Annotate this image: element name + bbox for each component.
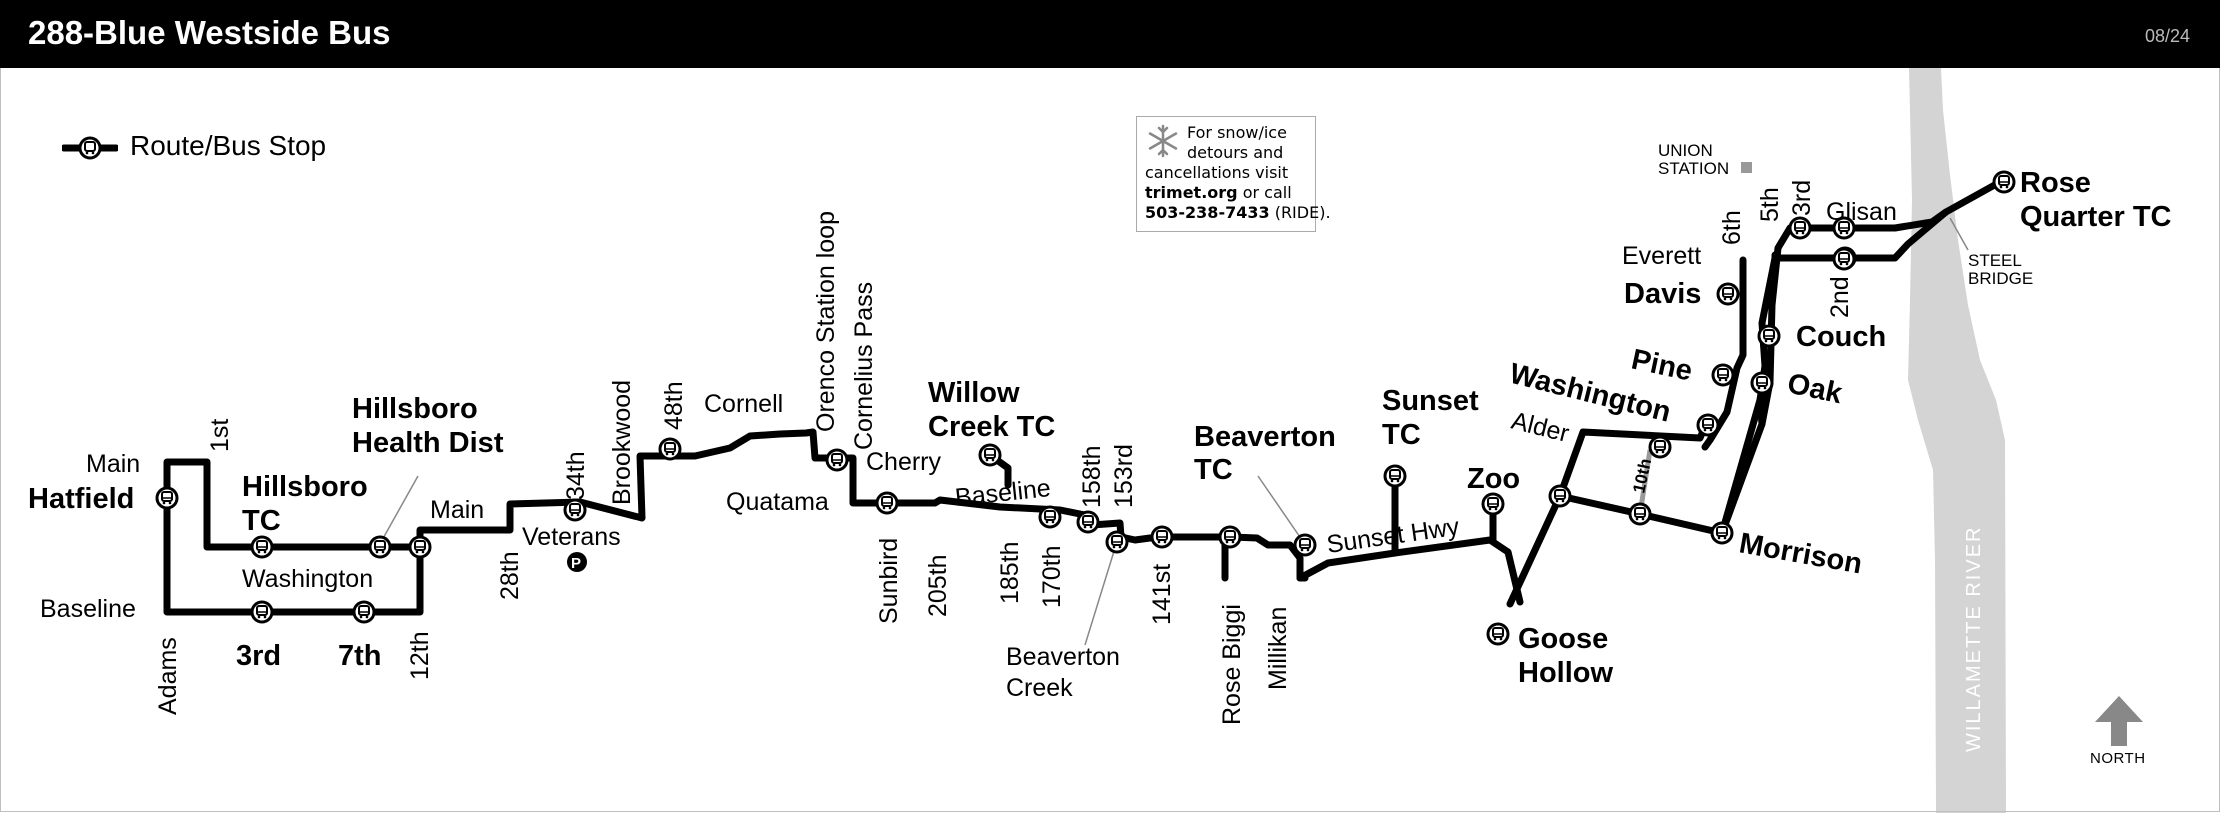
notice-line-3: cancellations visit bbox=[1145, 163, 1289, 182]
label-beaverton-creek-1: Beaverton bbox=[1006, 643, 1120, 671]
label-beaverton-tc-1: Beaverton bbox=[1194, 421, 1336, 453]
label-veterans: Veterans bbox=[522, 523, 621, 551]
notice-phone[interactable]: 503-238-7433 bbox=[1145, 203, 1270, 222]
label-brookwood: Brookwood bbox=[608, 380, 636, 505]
label-170th: 170th bbox=[1038, 545, 1066, 608]
header-bar: 288-Blue Westside Bus 08/24 bbox=[0, 0, 2220, 68]
label-union-1: UNION bbox=[1658, 141, 1713, 160]
label-34th: 34th bbox=[562, 451, 590, 500]
label-alder: Alder bbox=[1509, 407, 1572, 448]
map-labels: Main 1st Hatfield Hillsboro TC Hillsboro… bbox=[28, 141, 2172, 725]
label-185th: 185th bbox=[996, 541, 1024, 604]
label-hhd-1: Hillsboro bbox=[352, 393, 478, 425]
label-millikan: Millikan bbox=[1264, 607, 1292, 690]
steel-bridge-leader bbox=[1949, 217, 1969, 251]
label-sunbird: Sunbird bbox=[875, 538, 903, 624]
notice-line-1: For snow/ice bbox=[1187, 123, 1287, 142]
snow-ice-notice: For snow/ice detours and cancellations v… bbox=[1136, 116, 1331, 232]
label-rose-quarter-2: Quarter TC bbox=[2020, 201, 2172, 233]
union-station-marker bbox=[1741, 162, 1752, 173]
label-2nd: 2nd bbox=[1826, 276, 1854, 318]
label-washington-hb: Washington bbox=[242, 565, 373, 593]
label-steel-2: BRIDGE bbox=[1968, 269, 2033, 288]
willamette-river bbox=[1908, 68, 2006, 813]
notice-line-5-tail: (RIDE). bbox=[1269, 203, 1331, 222]
notice-line-2: detours and bbox=[1187, 143, 1284, 162]
label-5th: 5th bbox=[1756, 187, 1784, 222]
route-map: WILLAMETTE RIVER bbox=[28, 68, 2172, 813]
label-sunset-tc-1: Sunset bbox=[1382, 385, 1479, 417]
park-ride-letter: P bbox=[571, 555, 581, 572]
notice-line-4-tail: or call bbox=[1237, 183, 1292, 202]
label-quatama: Quatama bbox=[726, 488, 829, 516]
river-label: WILLAMETTE RIVER bbox=[1963, 526, 1985, 752]
label-orenco: Orenco Station loop bbox=[812, 211, 840, 432]
label-adams: Adams bbox=[154, 637, 182, 715]
label-158th: 158th bbox=[1078, 445, 1106, 508]
beaverton-tc-leader bbox=[1257, 475, 1303, 541]
label-davis: Davis bbox=[1624, 278, 1701, 310]
label-main-east: Main bbox=[430, 496, 484, 524]
label-1st: 1st bbox=[206, 419, 234, 452]
notice-website-link[interactable]: trimet.org bbox=[1145, 183, 1238, 202]
label-baseline-west: Baseline bbox=[40, 595, 136, 623]
label-6th: 6th bbox=[1718, 210, 1746, 245]
label-goose-1: Goose bbox=[1518, 623, 1608, 655]
north-label: NORTH bbox=[2090, 750, 2146, 767]
label-rose-quarter-1: Rose bbox=[2020, 167, 2091, 199]
label-oak: Oak bbox=[1785, 368, 1846, 411]
label-3rd-pdx: 3rd bbox=[1788, 180, 1816, 216]
beaverton-creek-leader bbox=[1084, 547, 1116, 646]
label-hatfield: Hatfield bbox=[28, 483, 134, 515]
label-morrison: Morrison bbox=[1737, 527, 1865, 580]
page-title: 288-Blue Westside Bus bbox=[28, 14, 391, 51]
hhd-leader bbox=[380, 475, 419, 543]
label-hillsboro-tc-2: TC bbox=[242, 505, 281, 537]
snowflake-icon bbox=[1148, 124, 1178, 158]
label-everett: Everett bbox=[1622, 242, 1701, 270]
label-10th: 10th bbox=[1629, 457, 1655, 495]
label-steel-1: STEEL bbox=[1968, 251, 2022, 270]
label-205th: 205th bbox=[924, 554, 952, 617]
legend-route-stop-icon bbox=[62, 136, 118, 160]
label-141st: 141st bbox=[1148, 564, 1176, 625]
label-glisan: Glisan bbox=[1826, 198, 1897, 226]
label-28th: 28th bbox=[496, 551, 524, 600]
label-hillsboro-tc-1: Hillsboro bbox=[242, 471, 368, 503]
label-rose-biggi: Rose Biggi bbox=[1218, 604, 1246, 725]
label-beaverton-creek-2: Creek bbox=[1006, 674, 1073, 702]
label-willow-2: Creek TC bbox=[928, 411, 1055, 443]
label-7th-hb: 7th bbox=[338, 640, 382, 672]
label-hhd-2: Health Dist bbox=[352, 427, 504, 459]
revision-date: 08/24 bbox=[2144, 26, 2190, 46]
label-cherry: Cherry bbox=[866, 448, 942, 476]
label-goose-2: Hollow bbox=[1518, 657, 1613, 689]
park-ride-icon bbox=[567, 552, 587, 572]
label-pine: Pine bbox=[1629, 344, 1696, 388]
label-3rd-hb: 3rd bbox=[236, 640, 281, 672]
label-cornelius: Cornelius Pass bbox=[850, 282, 878, 450]
label-willow-1: Willow bbox=[928, 377, 1020, 409]
label-153rd: 153rd bbox=[1110, 444, 1138, 508]
label-zoo: Zoo bbox=[1467, 463, 1520, 495]
label-union-2: STATION bbox=[1658, 159, 1729, 178]
label-main-west: Main bbox=[86, 450, 140, 478]
label-couch: Couch bbox=[1796, 321, 1886, 353]
north-arrow-icon bbox=[2095, 696, 2143, 746]
legend-label: Route/Bus Stop bbox=[130, 130, 327, 161]
label-12th: 12th bbox=[406, 631, 434, 680]
label-beaverton-tc-2: TC bbox=[1194, 454, 1233, 486]
label-sunset-tc-2: TC bbox=[1382, 419, 1421, 451]
label-48th: 48th bbox=[660, 381, 688, 430]
label-cornell: Cornell bbox=[704, 390, 783, 418]
